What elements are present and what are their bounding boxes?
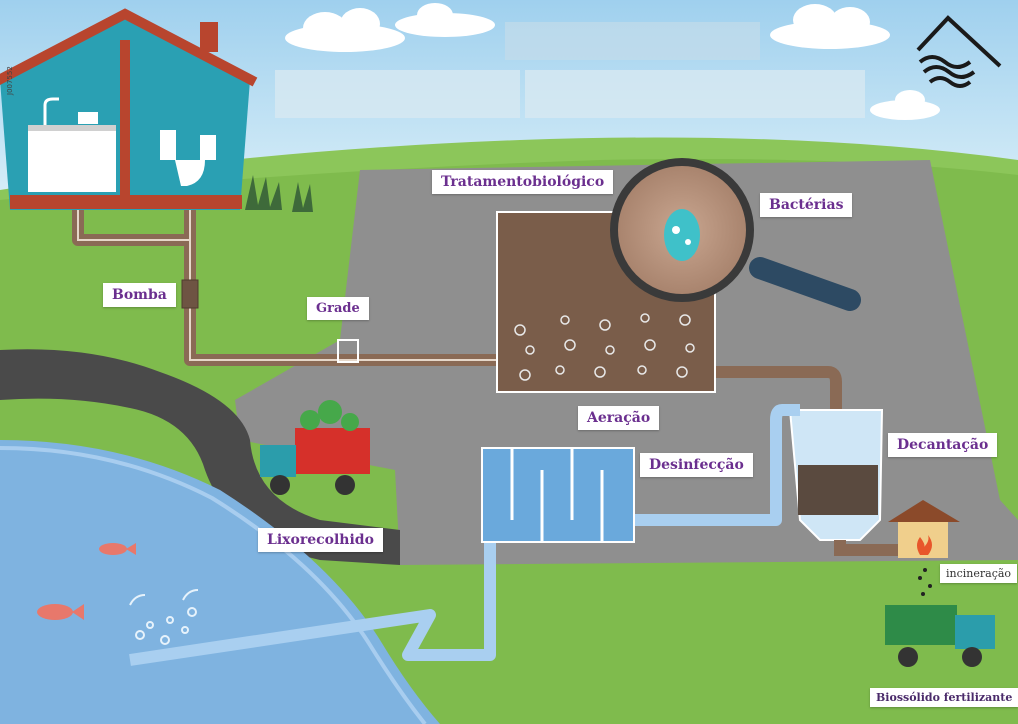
magnifier-icon [610,158,861,311]
label-bomba: Bomba [103,283,176,307]
house [0,8,258,210]
clean-water-pipe [129,404,800,666]
sky-panel [275,70,520,118]
incinerator [888,500,960,596]
logo-waves-icon [916,15,1002,88]
disinfection-tank [481,447,635,543]
label-bacterias: Bactérias [760,193,853,217]
sky-panel [505,22,760,60]
garbage-truck [260,400,370,495]
grate-icon [337,339,359,363]
outfall-bubbles [129,589,199,645]
label-desinfeccao: Desinfecção [640,453,753,477]
lake [0,440,440,724]
fish-icon [37,543,136,620]
label-lixo-recolhido: Lixorecolhido [258,528,383,552]
disinfection-baffles [510,448,604,542]
fertilizer-truck [885,605,995,667]
sludge-layer [798,465,878,515]
sky-panel [525,70,865,118]
label-grade: Grade [307,297,369,320]
clouds [285,3,940,120]
label-incineracao: incineração [940,564,1018,583]
label-tratamento-biologico: Tratamentobiológico [432,170,614,194]
sewage-pipe-highlight [77,210,500,361]
sludge-pipe [834,540,900,556]
label-decantacao: Decantação [888,433,998,457]
pump-icon [181,279,199,309]
label-biossolido-fertilizante: Biossólido fertilizante [870,688,1018,707]
label-aeracao: Aeração [578,406,660,430]
bushes [245,175,313,212]
aeration-bubbles [514,313,695,381]
side-code: J007552 [6,66,14,96]
